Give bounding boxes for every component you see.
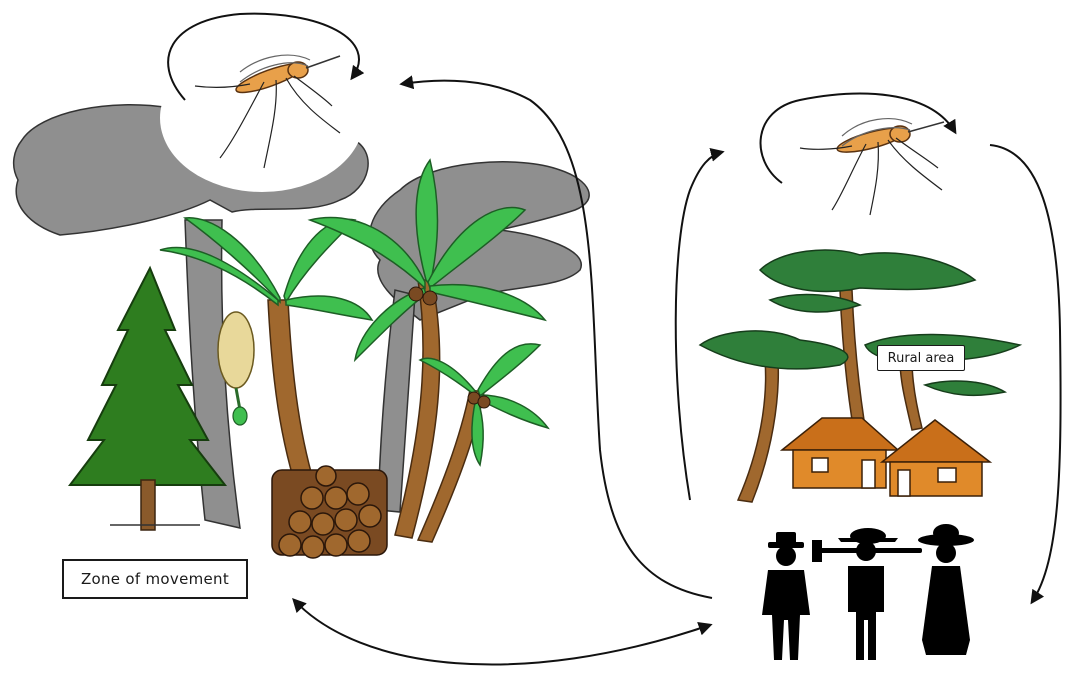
rural-return-arrow: [402, 81, 712, 598]
log-pile: [272, 466, 387, 558]
rural-people-icon: [762, 524, 974, 660]
rural-area-label: Rural area: [877, 345, 965, 371]
zone-of-movement-label: Zone of movement: [62, 559, 248, 599]
rural-scene: [700, 250, 1020, 502]
mosquito-icon: [800, 119, 944, 215]
forest-scene: [14, 44, 590, 558]
mosquito-bubble: [160, 44, 364, 192]
mosquito-to-people-arrow: [990, 145, 1061, 602]
rural-to-mosquito-arrow: [676, 152, 722, 500]
house-icon: [782, 418, 990, 496]
forest-people-double-arrow: [294, 600, 710, 665]
